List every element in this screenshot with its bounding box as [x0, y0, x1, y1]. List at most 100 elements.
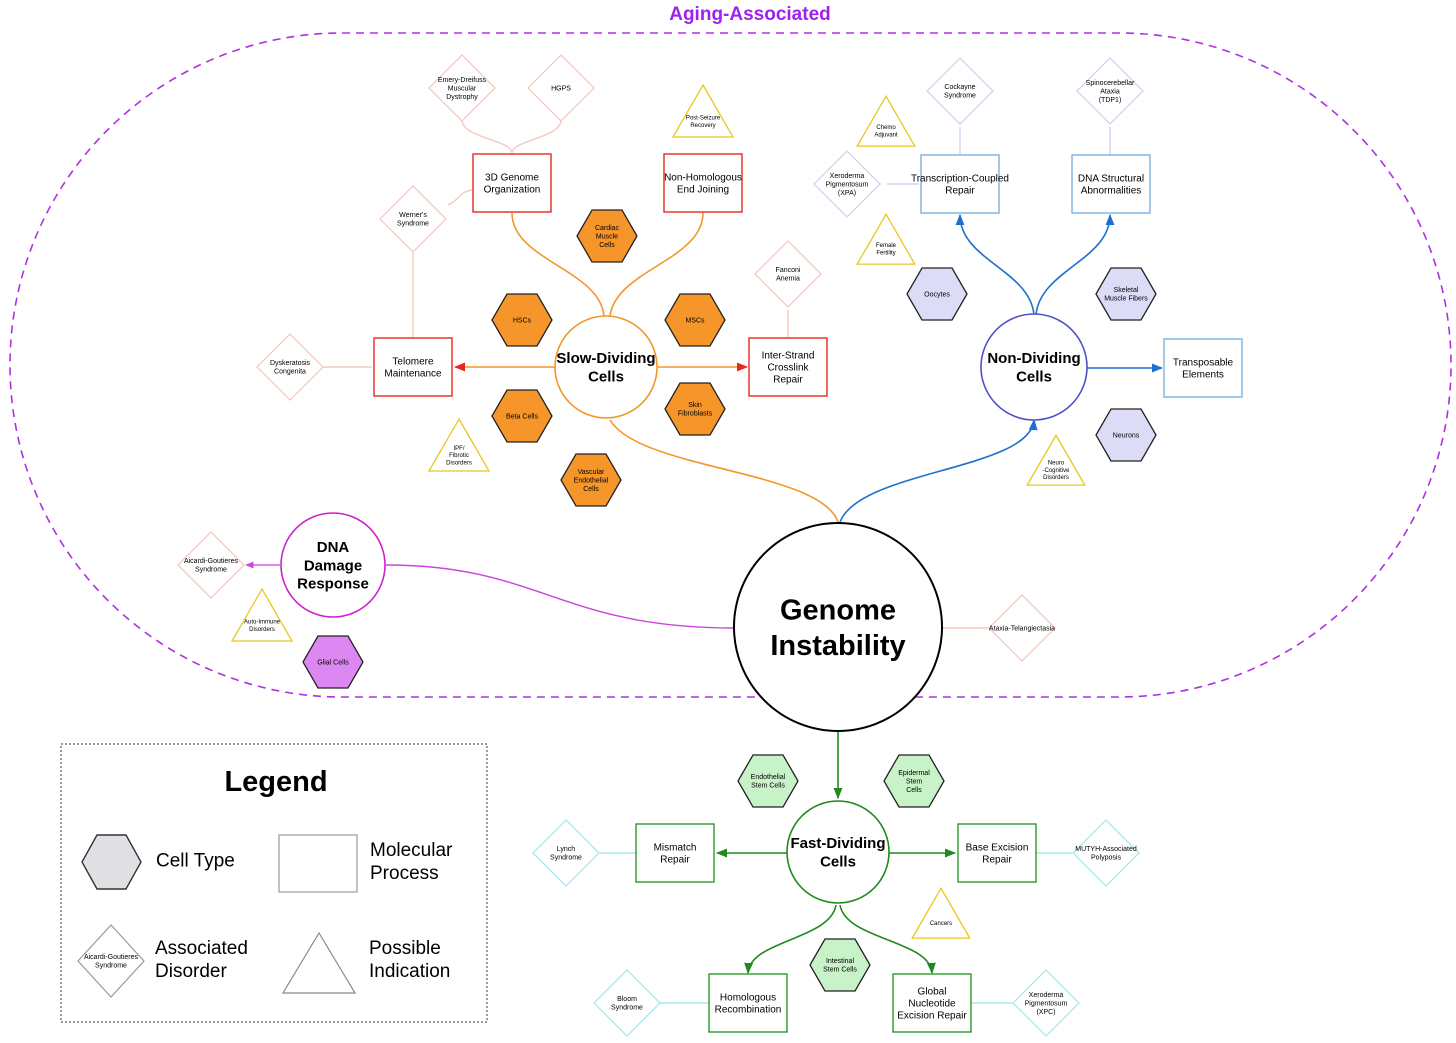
- bloom-syndrome-disorder-shape: [593, 969, 661, 1037]
- legend-associated-disorder-icon: [77, 924, 145, 998]
- edge-genome-ddr: [385, 564, 735, 629]
- edge-3d-emery: [461, 119, 513, 154]
- beta-cells-cell-shape: [491, 389, 553, 443]
- xpa-disorder-shape: [813, 150, 881, 218]
- female-fertility-indication-shape: [856, 212, 916, 265]
- edge-fast-ggr: [839, 904, 936, 975]
- edge-fast-hr: [744, 904, 837, 975]
- legend-box: [60, 743, 488, 1023]
- ataxia-telangiectasia-disorder-shape: [988, 594, 1056, 662]
- endothelial-stem-cells-cell-shape: [737, 754, 799, 808]
- oocytes-cell-shape: [906, 267, 968, 321]
- edge-3d-hgps: [511, 119, 562, 154]
- non-homologous-end-joining-box-shape: [663, 153, 743, 213]
- legend-cell-type-label: Cell Type: [156, 851, 235, 872]
- legend-molecular-process-icon: [278, 834, 358, 893]
- epidermal-stem-cells-cell-shape: [883, 754, 945, 808]
- legend-cell-type-icon: [81, 834, 142, 890]
- fanconi-anemia-disorder-shape: [754, 240, 822, 308]
- ataxia-telangiectasia-disorder: Ataxia-Telangiectasia: [988, 594, 1056, 662]
- hgps-disorder-shape: [527, 54, 595, 122]
- mscs-cell-label: MSCs: [685, 317, 705, 324]
- glial-cells-cell: Glial Cells: [302, 635, 364, 689]
- intestinal-stem-cells-cell-shape: [809, 938, 871, 992]
- cancers-indication-shape: [911, 886, 971, 939]
- transcription-coupled-repair-box-shape: [920, 154, 1000, 214]
- cancers-indication: Cancers: [911, 886, 971, 939]
- telomere-maintenance-box-shape: [373, 337, 453, 397]
- transposable-elements-box-shape: [1163, 338, 1243, 398]
- cockayne-syndrome-disorder-shape: [926, 57, 994, 125]
- edge-genome-nondiv: [839, 418, 1038, 523]
- auto-immune-indication-shape: [230, 587, 294, 642]
- edge-genome-slow: [609, 419, 839, 523]
- xpc-disorder-shape: [1012, 969, 1080, 1037]
- lynch-syndrome-disorder-shape: [532, 819, 600, 887]
- dna-structural-abnormalities-box-shape: [1071, 154, 1151, 214]
- skin-fibroblasts-cell-shape: [664, 382, 726, 436]
- neurons-cell-shape: [1095, 408, 1157, 462]
- spinocerebellar-ataxia-disorder-shape: [1076, 57, 1144, 125]
- vascular-endothelial-cells-cell-shape: [560, 453, 622, 507]
- mscs-cell: MSCs: [664, 293, 726, 347]
- 3d-genome-organization-box-shape: [472, 153, 552, 213]
- glial-cells-cell-label: Glial Cells: [317, 659, 349, 666]
- post-seizure-recovery-indication-shape: [671, 83, 735, 138]
- edge-3d-werner: [447, 189, 473, 206]
- glial-cells-cell-shape: [302, 635, 364, 689]
- hgps-disorder-label: HGPS: [551, 85, 571, 92]
- oocytes-cell-label: Oocytes: [924, 291, 950, 298]
- mutyh-polyposis-disorder-shape: [1072, 819, 1140, 887]
- legend-title: Legend: [224, 766, 327, 798]
- hscs-cell: HSCs: [491, 293, 553, 347]
- global-nucleotide-excision-repair-box-shape: [892, 973, 972, 1033]
